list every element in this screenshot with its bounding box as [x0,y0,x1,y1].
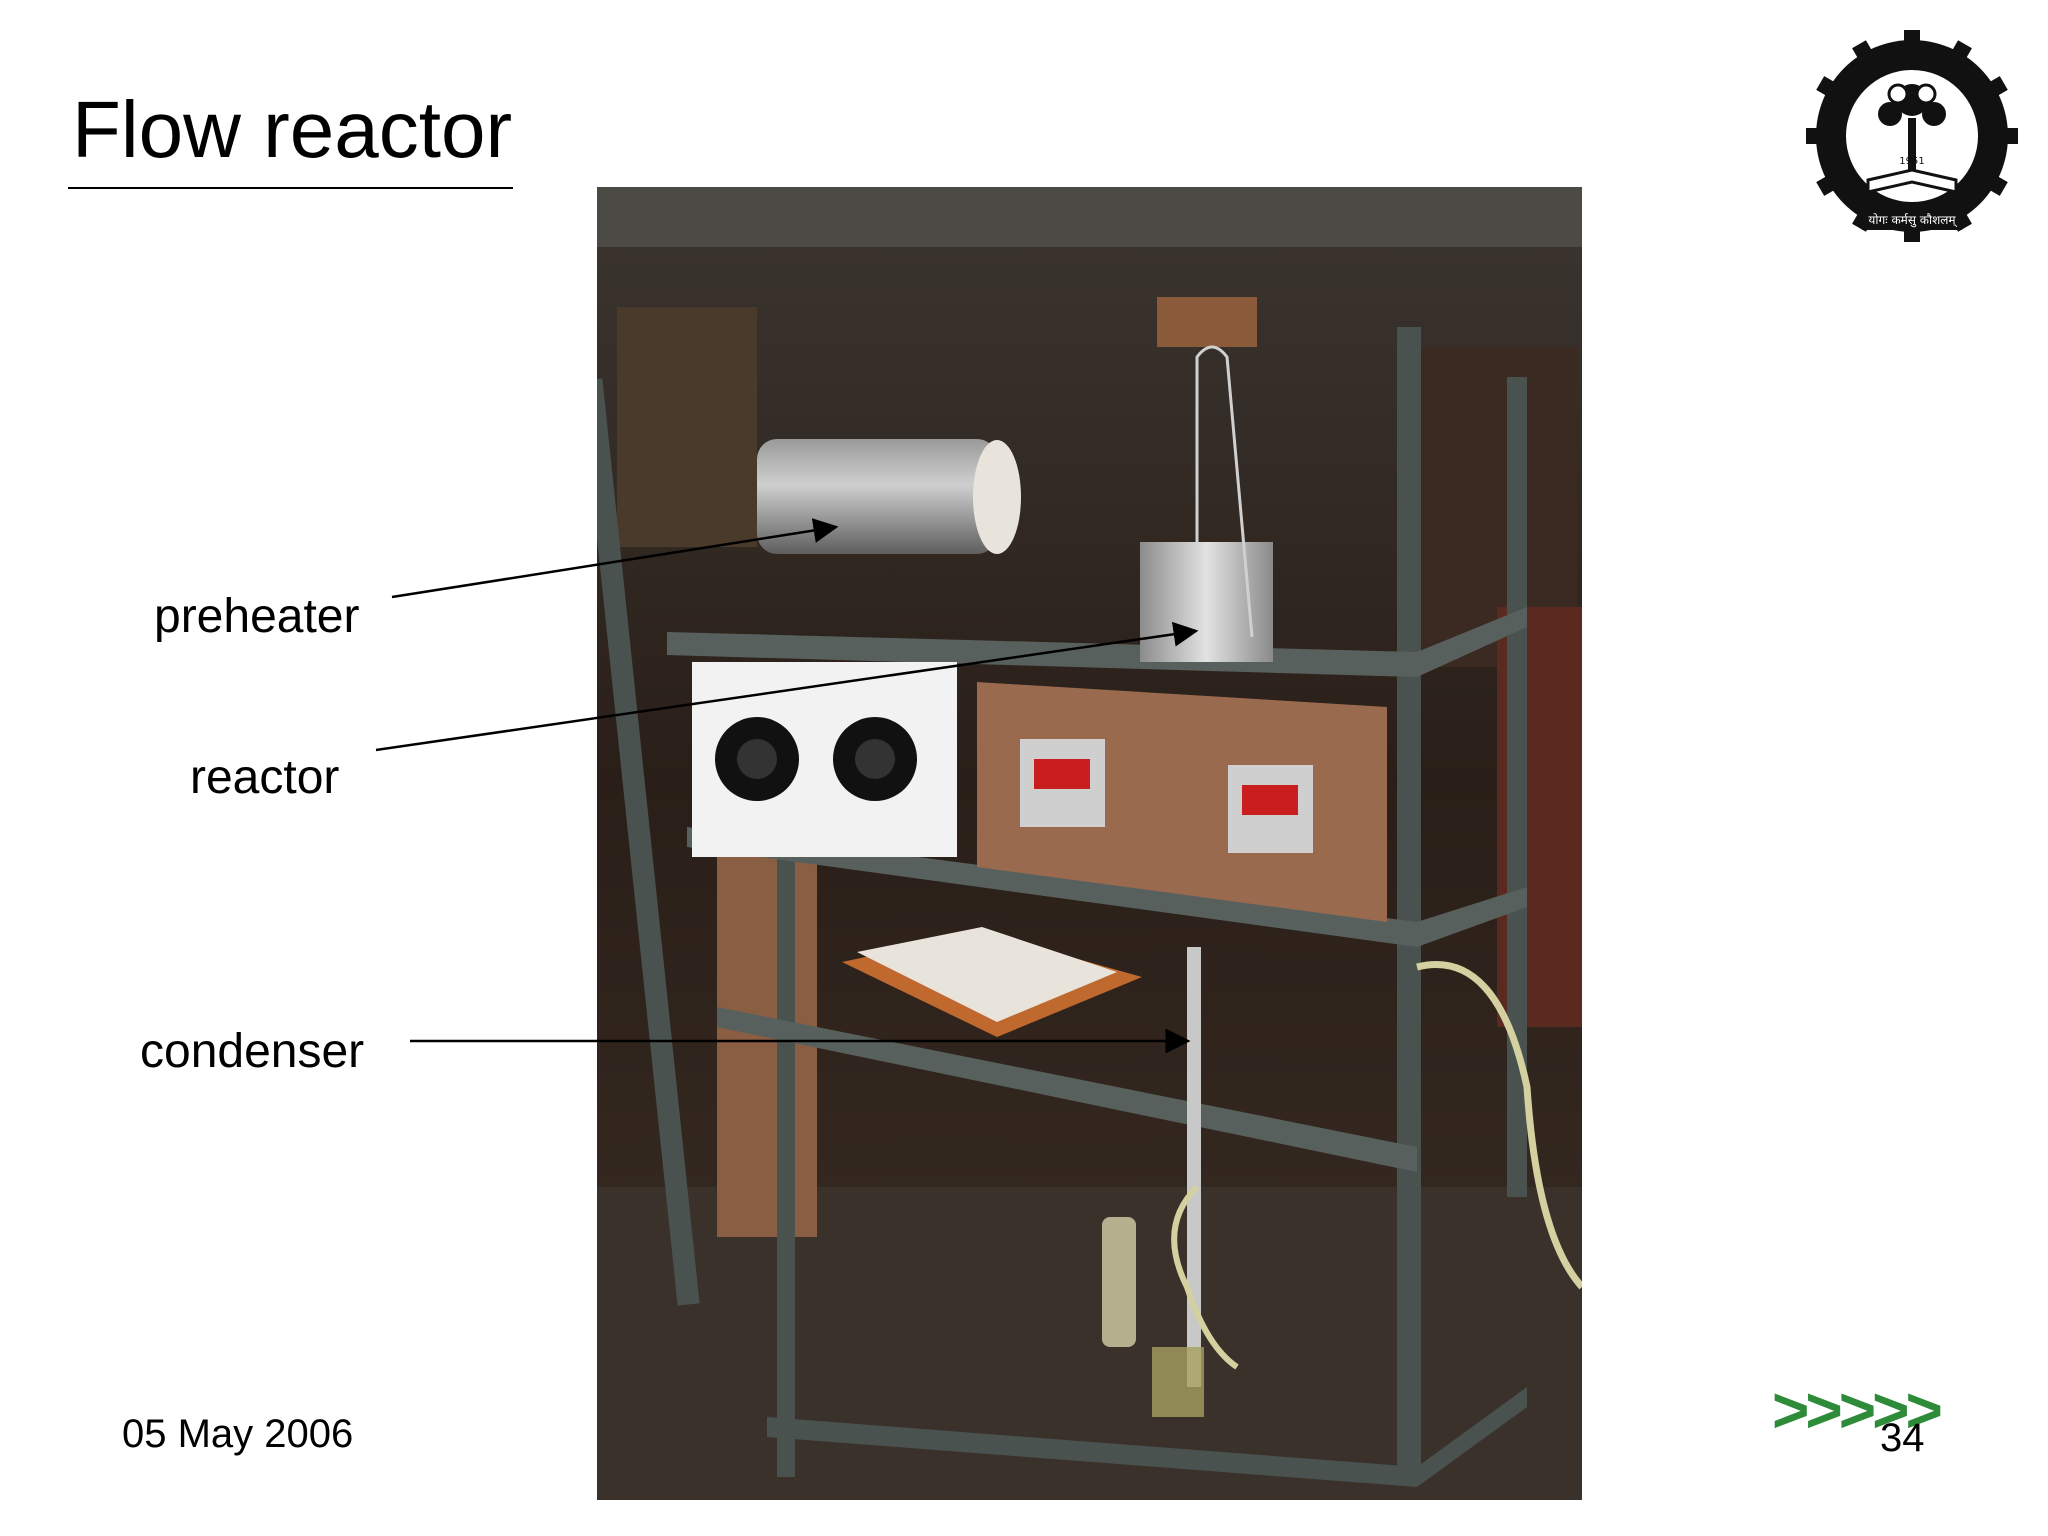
next-slide-button[interactable]: >>>>> [1772,1374,1943,1446]
slide-date: 05 May 2006 [122,1412,354,1456]
label-reactor: reactor [190,751,340,804]
slide-title: Flow reactor [72,85,513,174]
title-underline [68,187,513,189]
institute-seal-icon: योगः कर्मसु कौशलम् 1951 [1806,30,2018,242]
seal-year: 1951 [1899,156,1924,167]
label-condenser: condenser [140,1025,365,1078]
seal-motto: योगः कर्मसु कौशलम् [1868,213,1957,228]
page-number: 34 [1880,1416,1925,1460]
label-preheater: preheater [154,590,360,643]
flow-reactor-photo [597,187,1582,1500]
